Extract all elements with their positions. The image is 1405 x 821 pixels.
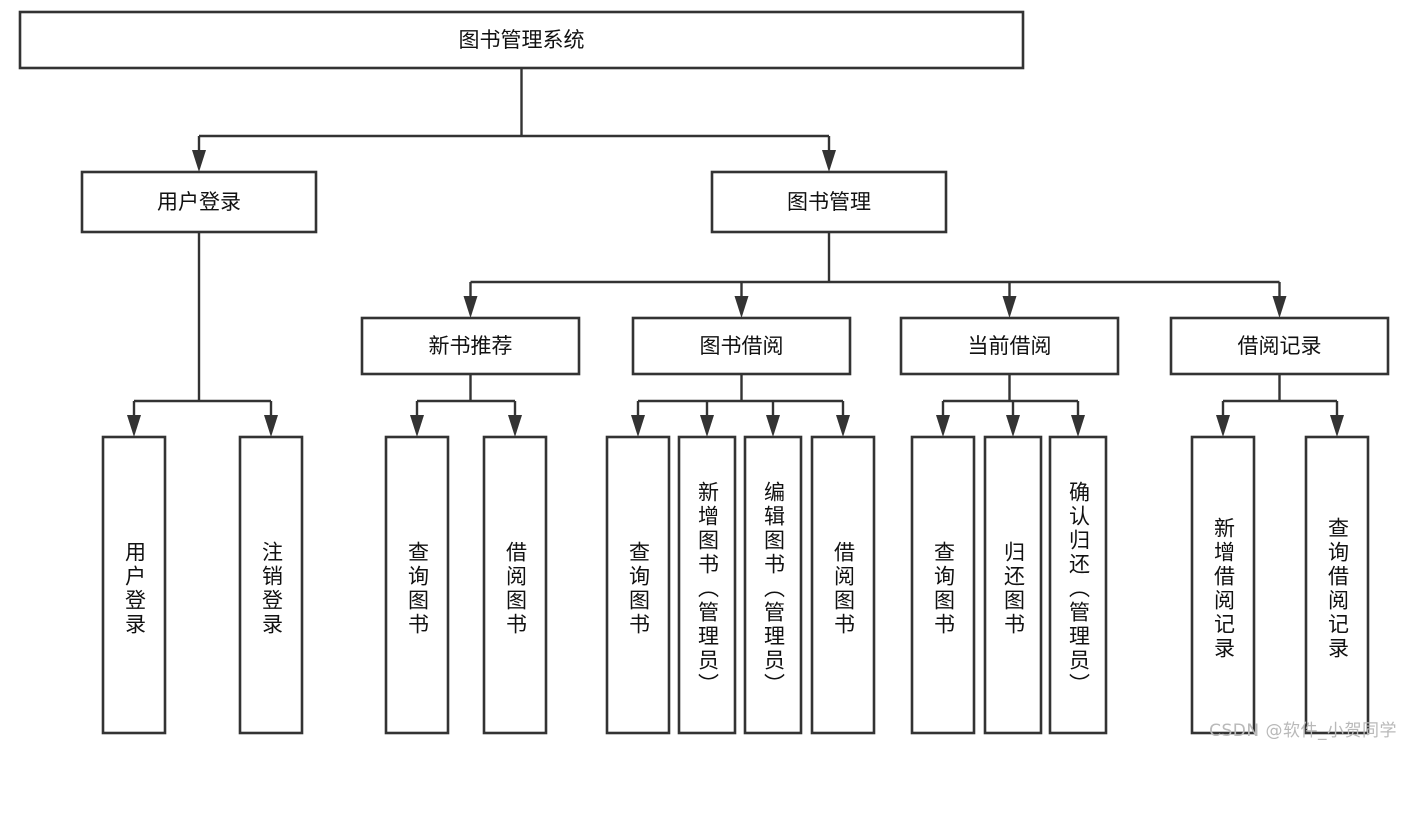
node-leaf-query-book-1[interactable]: [384, 435, 450, 735]
arrow-head-icon: [127, 415, 141, 437]
node-leaf-borrow-book-1[interactable]: [482, 435, 548, 735]
arrow-head-icon: [410, 415, 424, 437]
node-root-root[interactable]: [18, 10, 1025, 70]
node-leaf-query-book-2[interactable]: [605, 435, 671, 735]
arrow-head-icon: [822, 150, 836, 172]
node-borrow-record[interactable]: [1169, 316, 1390, 376]
node-new-book-recommend[interactable]: [360, 316, 581, 376]
arrow-head-icon: [936, 415, 950, 437]
arrow-head-icon: [631, 415, 645, 437]
node-root-root-label: 图书管理系统: [459, 28, 585, 52]
node-leaf-add-book-admin[interactable]: [677, 435, 737, 735]
node-book-borrow[interactable]: [631, 316, 852, 376]
arrow-head-icon: [508, 415, 522, 437]
arrow-head-icon: [734, 296, 749, 318]
node-leaf-add-borrow-record[interactable]: [1190, 435, 1256, 735]
arrow-head-icon: [1216, 415, 1230, 437]
node-book-management-label: 图书管理: [787, 190, 871, 214]
node-book-borrow-label: 图书借阅: [700, 334, 784, 358]
connector-layer: [127, 68, 1344, 437]
node-book-management[interactable]: [710, 170, 948, 234]
node-leaf-query-borrow-record[interactable]: [1304, 435, 1370, 735]
arrow-head-icon: [766, 415, 780, 437]
csdn-watermark: CSDN @软件_小贺同学: [1209, 721, 1397, 741]
arrow-head-icon: [463, 296, 478, 318]
arrow-head-icon: [1272, 296, 1287, 318]
arrow-head-icon: [1330, 415, 1344, 437]
node-leaf-edit-book-admin[interactable]: [743, 435, 803, 735]
node-user-login[interactable]: [80, 170, 318, 234]
arrow-head-icon: [1006, 415, 1020, 437]
node-current-borrow-label: 当前借阅: [968, 334, 1052, 358]
node-borrow-record-label: 借阅记录: [1238, 334, 1322, 358]
node-current-borrow[interactable]: [899, 316, 1120, 376]
node-leaf-borrow-book-2[interactable]: [810, 435, 876, 735]
node-new-book-recommend-label: 新书推荐: [429, 334, 513, 358]
node-leaf-return-book[interactable]: [983, 435, 1043, 735]
node-leaf-user-logout[interactable]: [238, 435, 304, 735]
node-leaf-query-book-3[interactable]: [910, 435, 976, 735]
arrow-head-icon: [700, 415, 714, 437]
node-user-login-label: 用户登录: [157, 190, 241, 214]
arrow-head-icon: [836, 415, 850, 437]
node-box-layer: [18, 10, 1390, 735]
arrow-head-icon: [192, 150, 206, 172]
arrow-head-icon: [1002, 296, 1017, 318]
node-leaf-user-login[interactable]: [101, 435, 167, 735]
diagram-canvas-root: 图书管理系统用户登录图书管理新书推荐图书借阅当前借阅借阅记录 用户登录注销登录查…: [18, 10, 1397, 741]
arrow-head-icon: [1071, 415, 1085, 437]
node-leaf-confirm-return-admin[interactable]: [1048, 435, 1108, 735]
arrow-head-icon: [264, 415, 278, 437]
